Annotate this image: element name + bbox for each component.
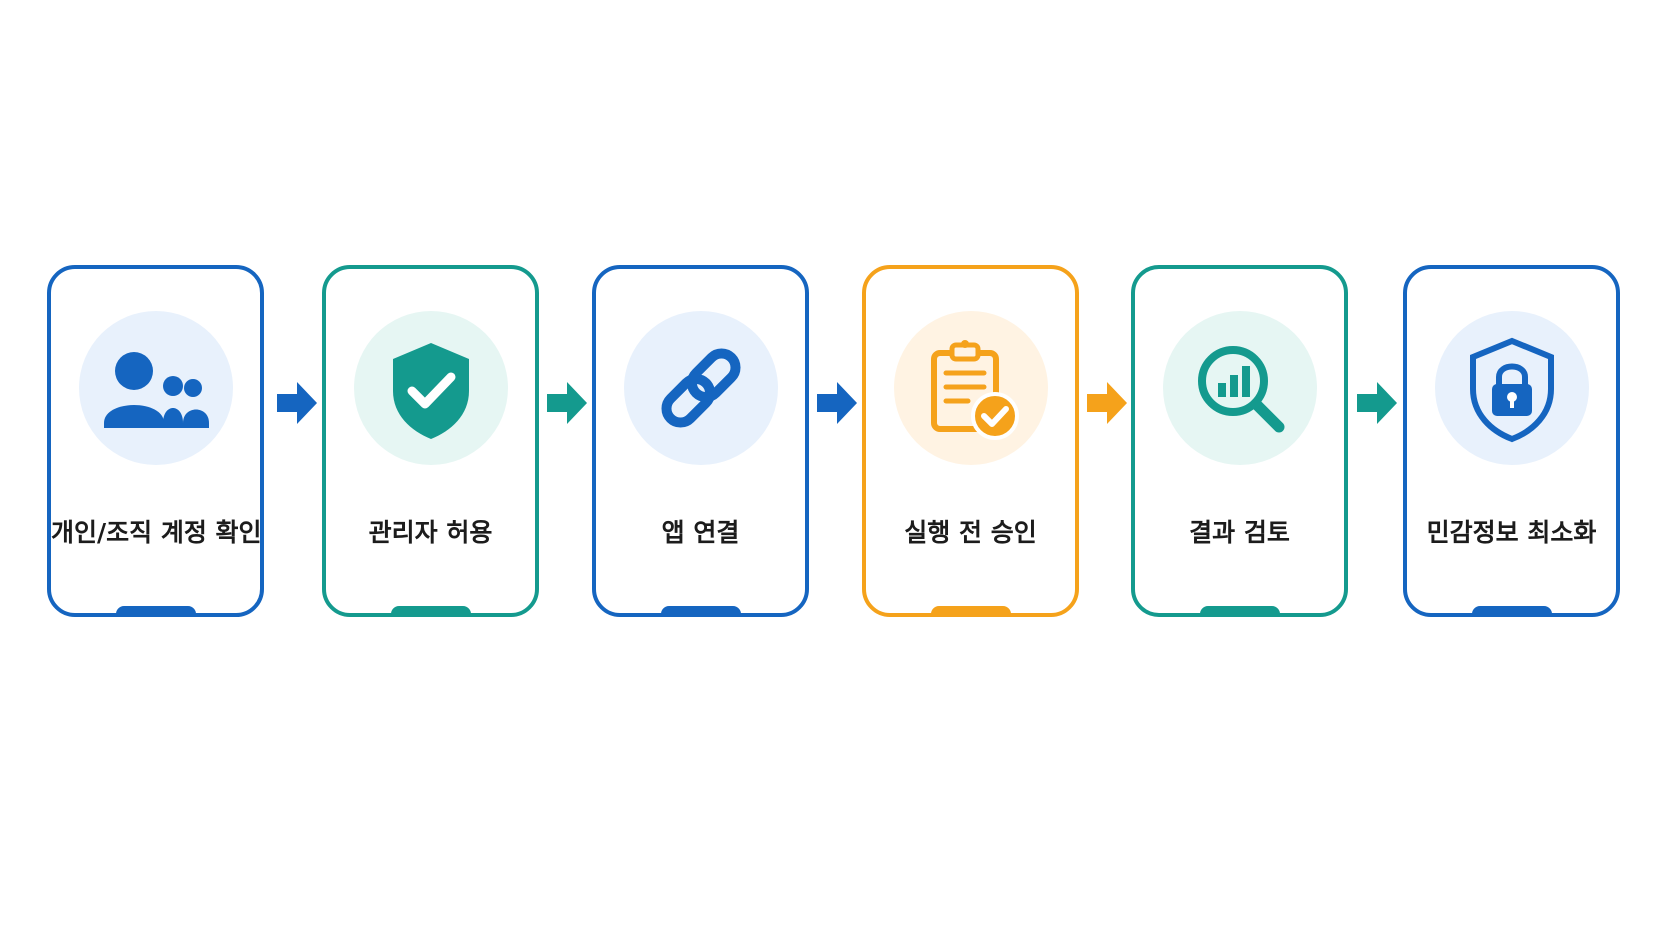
- icon-circle: [1434, 311, 1589, 465]
- step-label: 민감정보 최소화: [1426, 518, 1597, 547]
- step-label: 앱 연결: [661, 518, 740, 547]
- step-card-pre-run-approval: 실행 전 승인: [862, 265, 1079, 617]
- users-icon: [103, 352, 209, 428]
- step-label: 개인/조직 계정 확인: [51, 518, 262, 547]
- arrow-right-icon: [1357, 382, 1397, 424]
- icon-circle: [893, 311, 1048, 465]
- icon-circle: [623, 311, 778, 465]
- step-label: 관리자 허용: [368, 518, 493, 547]
- step-card-account-check: 개인/조직 계정 확인: [47, 265, 264, 617]
- shield-lock-icon: [1469, 337, 1554, 443]
- card-tab: [1471, 606, 1552, 617]
- arrow-right-icon: [1087, 382, 1127, 424]
- step-label: 실행 전 승인: [904, 518, 1037, 547]
- step-card-sensitive-minimize: 민감정보 최소화: [1403, 265, 1620, 617]
- link-icon: [660, 348, 741, 428]
- flow-arrow: [275, 380, 319, 426]
- arrow-right-icon: [817, 382, 857, 424]
- card-tab: [930, 606, 1011, 617]
- flow-arrow: [1355, 380, 1399, 426]
- step-card-admin-allow: 관리자 허용: [322, 265, 539, 617]
- icon-circle: [1162, 311, 1317, 465]
- card-tab: [1199, 606, 1280, 617]
- arrow-right-icon: [547, 382, 587, 424]
- step-card-result-review: 결과 검토: [1131, 265, 1348, 617]
- icon-circle: [78, 311, 233, 465]
- magnifier-chart-icon: [1197, 346, 1284, 433]
- card-tab: [660, 606, 741, 617]
- step-label: 결과 검토: [1189, 518, 1290, 547]
- flow-arrow: [815, 380, 859, 426]
- clipboard-check-icon: [930, 340, 1019, 440]
- card-tab: [390, 606, 471, 617]
- arrow-right-icon: [277, 382, 317, 424]
- step-card-app-connect: 앱 연결: [592, 265, 809, 617]
- card-tab: [115, 606, 196, 617]
- flow-arrow: [545, 380, 589, 426]
- icon-circle: [353, 311, 508, 465]
- shield-check-icon: [392, 343, 469, 439]
- flow-arrow: [1085, 380, 1129, 426]
